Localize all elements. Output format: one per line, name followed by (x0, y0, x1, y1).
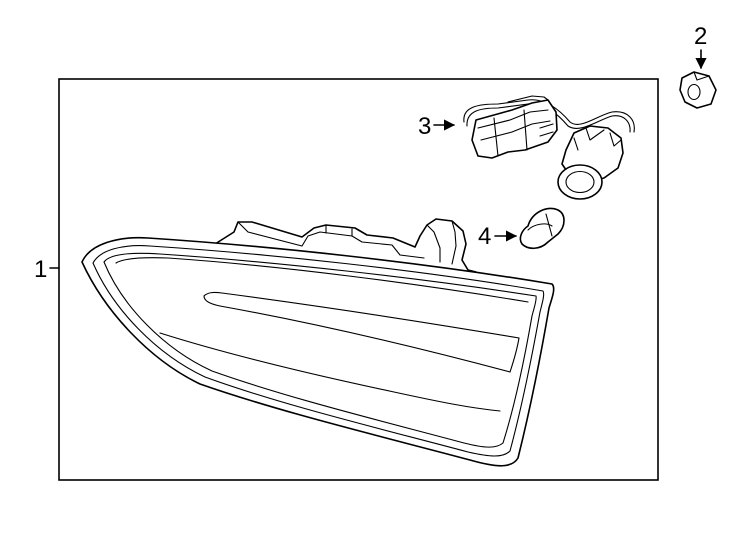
push-nut-part-2 (679, 71, 717, 109)
socket-harness-part-3 (463, 95, 635, 200)
callout-2-label: 2 (694, 23, 707, 50)
callout-3-label: 3 (418, 113, 431, 140)
bulb-part-4 (519, 207, 565, 250)
callout-4-label: 4 (478, 223, 491, 250)
tail-lamp-part-1 (81, 218, 555, 467)
callout-1-label: 1 (34, 256, 47, 283)
assembly-frame (58, 78, 659, 481)
